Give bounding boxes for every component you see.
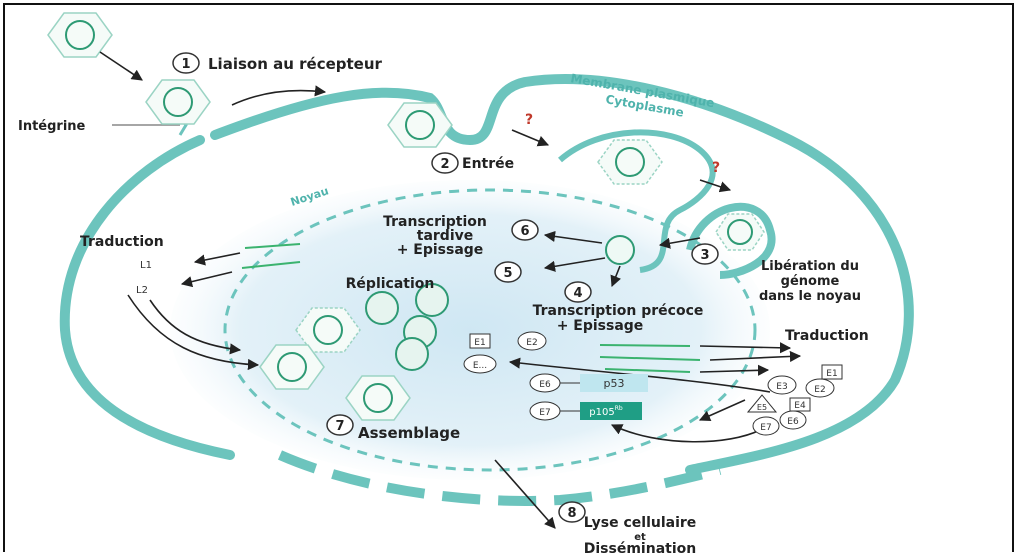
step-badge-7: 7 <box>327 415 353 435</box>
step-badge-8: 8 <box>559 502 585 522</box>
svg-text:7: 7 <box>335 419 344 434</box>
protein-r-e7-label: E7 <box>760 423 771 433</box>
protein-e1-label: E1 <box>474 338 485 348</box>
capsid-free <box>48 13 112 57</box>
step-badge-5: 5 <box>495 262 521 282</box>
svg-text:3: 3 <box>700 248 709 263</box>
step-badge-2: 2 <box>432 153 458 173</box>
transcription-tardive-3: + Epissage <box>397 242 484 258</box>
arrow <box>512 130 548 145</box>
protein-r-e5-label: E5 <box>757 403 767 412</box>
capsid-nuclear-entry <box>716 214 764 250</box>
early-mrna <box>600 345 690 346</box>
protein-e6-label: E6 <box>539 380 551 390</box>
svg-text:5: 5 <box>503 266 512 281</box>
protein-r-e3-label: E3 <box>776 382 787 392</box>
step-badge-1: 1 <box>173 53 199 73</box>
svg-text:6: 6 <box>520 224 529 239</box>
protein-r-e4-label: E4 <box>794 401 806 411</box>
traduction-right-label: Traduction <box>785 328 869 344</box>
question-mark: ? <box>712 160 720 176</box>
transcription-precoce-1: Transcription précoce <box>533 303 704 319</box>
assemblage-label: Assemblage <box>358 424 460 442</box>
step-badge-4: 4 <box>565 282 591 302</box>
integrine-label: Intégrine <box>18 119 86 134</box>
replication-label: Réplication <box>346 276 435 292</box>
genome-released <box>606 236 634 264</box>
lyse-label-1: Lyse cellulaire <box>584 515 697 531</box>
protein-e7-label: E7 <box>539 408 550 418</box>
transcription-precoce-2: + Epissage <box>557 318 644 334</box>
svg-text:8: 8 <box>567 506 576 521</box>
genome-replicate <box>396 338 428 370</box>
capsid-endosome <box>598 140 662 184</box>
protein-r-e6-label: E6 <box>787 417 799 427</box>
svg-text:1: 1 <box>181 57 190 72</box>
step-badge-6: 6 <box>512 220 538 240</box>
liberation-label-3: dans le noyau <box>759 289 861 304</box>
step-badge-3: 3 <box>692 244 718 264</box>
svg-text:4: 4 <box>573 286 582 301</box>
question-mark: ? <box>525 112 533 128</box>
step1-label: Liaison au récepteur <box>208 55 383 73</box>
protein-e-small-label: E... <box>473 361 487 371</box>
protein-e2-label: E2 <box>526 338 537 348</box>
arrow <box>100 52 142 80</box>
liberation-label-2: génome <box>781 274 840 289</box>
protein-r-e2-label: E2 <box>814 385 825 395</box>
traduction-left-label: Traduction <box>80 234 164 250</box>
l2-label: L2 <box>136 285 148 296</box>
protein-r-e1-label: E1 <box>826 369 837 379</box>
step2-label: Entrée <box>462 156 514 172</box>
capsid-bound <box>146 80 210 124</box>
svg-text:2: 2 <box>440 157 449 172</box>
p53-label: p53 <box>604 377 625 390</box>
genome-replicate <box>366 292 398 324</box>
l1-label: L1 <box>140 260 152 271</box>
liberation-label-1: Libération du <box>761 259 859 274</box>
lyse-label-3: Dissémination <box>584 541 696 553</box>
